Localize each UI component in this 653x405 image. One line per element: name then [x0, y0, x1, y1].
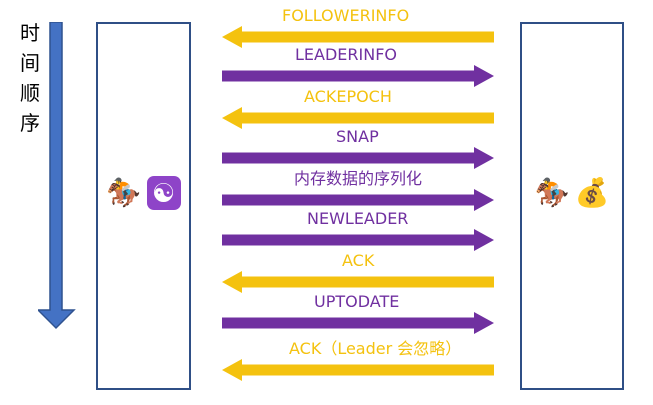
horse-racing-icon: 🏇: [534, 177, 570, 208]
message-arrow-to-follower: [222, 189, 494, 211]
money-bag-icon: 💰: [574, 177, 610, 208]
message-label: SNAP: [336, 127, 379, 146]
timeline-char: 顺: [20, 81, 40, 105]
message-arrow-to-follower: [222, 147, 494, 169]
message-arrow-to-follower: [222, 229, 494, 251]
timeline-char: 时: [20, 21, 40, 45]
message-label: NEWLEADER: [307, 209, 409, 228]
leader-node: 🏇 ☯: [96, 22, 191, 390]
horse-racing-icon: 🏇: [106, 177, 141, 208]
message-arrow-to-leader: [222, 26, 494, 48]
timeline-char: 序: [20, 111, 40, 135]
timeline-char: 间: [20, 51, 40, 75]
message-arrow-to-leader: [222, 359, 494, 381]
message-arrow-to-follower: [222, 65, 494, 87]
message-label: ACK（Leader 会忽略）: [289, 339, 462, 358]
message-label: UPTODATE: [314, 292, 400, 311]
message-arrow-to-leader: [222, 107, 494, 129]
timeline-label: 时 间 顺 序: [18, 18, 42, 138]
message-label: 内存数据的序列化: [294, 169, 423, 188]
message-arrow-to-follower: [222, 312, 494, 334]
timeline-arrow: [38, 22, 76, 330]
message-label: FOLLOWERINFO: [282, 6, 410, 25]
message-arrow-to-leader: [222, 271, 494, 293]
message-label: ACK: [342, 251, 375, 270]
follower-node: 🏇 💰: [520, 22, 624, 390]
yin-yang-icon: ☯: [146, 176, 181, 210]
message-label: LEADERINFO: [295, 45, 397, 64]
message-label: ACKEPOCH: [304, 87, 392, 106]
